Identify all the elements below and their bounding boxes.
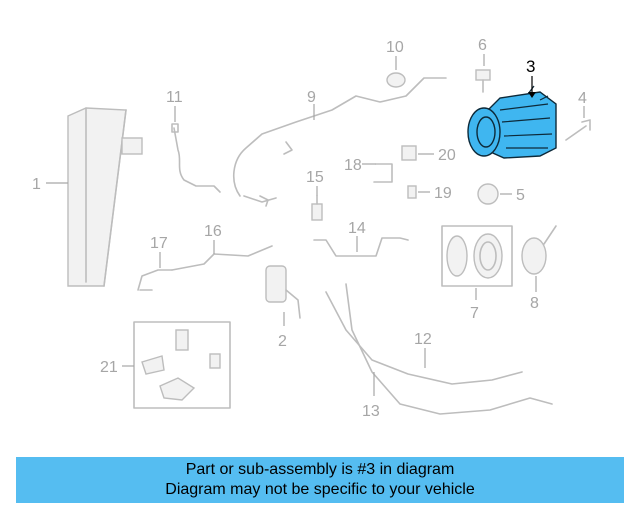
part-5-cap: 5: [477, 183, 525, 205]
callout-7[interactable]: 7: [470, 305, 479, 322]
parts-diagram: 1 11 9 10 6 3: [32, 37, 591, 420]
callout-3[interactable]: 3: [526, 57, 535, 76]
part-8-coil: 8: [521, 225, 557, 312]
callout-9[interactable]: 9: [307, 89, 316, 106]
part-21-kit: 21: [100, 321, 231, 409]
banner-line-2: Diagram may not be specific to your vehi…: [165, 481, 475, 498]
banner-line-1: Part or sub-assembly is #3 in diagram: [185, 461, 455, 478]
part-18-bracket: 18: [344, 157, 393, 183]
part-20-fitting: 20: [401, 145, 456, 164]
callout-12[interactable]: 12: [414, 331, 432, 348]
callout-11[interactable]: 11: [166, 89, 183, 106]
callout-4[interactable]: 4: [578, 90, 587, 107]
callout-14[interactable]: 14: [348, 220, 366, 237]
callout-17[interactable]: 17: [150, 235, 168, 252]
callout-20[interactable]: 20: [438, 147, 456, 164]
callout-5[interactable]: 5: [516, 187, 525, 204]
callout-2[interactable]: 2: [278, 333, 287, 350]
part-2-drier: 2: [265, 265, 301, 350]
callout-6[interactable]: 6: [478, 37, 487, 54]
callout-21[interactable]: 21: [100, 359, 118, 376]
part-12-line: 12: [325, 291, 523, 385]
part-15-valve: 15: [306, 169, 324, 221]
callout-15[interactable]: 15: [306, 169, 324, 186]
part-1-condenser: 1: [32, 107, 143, 287]
part-3-compressor[interactable]: 3: [467, 57, 557, 159]
part-9-line: 9: [233, 77, 447, 203]
part-16-line: 16: [171, 223, 273, 271]
callout-13[interactable]: 13: [362, 403, 380, 420]
callout-18[interactable]: 18: [344, 157, 362, 174]
callout-16[interactable]: 16: [204, 223, 222, 240]
part-4-bolt: 4: [565, 90, 591, 141]
part-17-line: 17: [137, 235, 173, 291]
callout-8[interactable]: 8: [530, 295, 539, 312]
info-banner: Part or sub-assembly is #3 in diagram Di…: [16, 457, 624, 503]
part-19-bolt: 19: [407, 185, 452, 202]
part-14-line: 14: [313, 220, 409, 257]
part-11-line: 11: [166, 89, 269, 207]
callout-19[interactable]: 19: [434, 185, 452, 202]
part-6-bolt: 6: [475, 37, 491, 93]
callout-1[interactable]: 1: [32, 176, 41, 193]
part-7-clutch: 7: [441, 225, 513, 322]
part-10-cap: 10: [386, 39, 406, 88]
part-13-line: 13: [345, 283, 553, 420]
callout-10[interactable]: 10: [386, 39, 404, 56]
